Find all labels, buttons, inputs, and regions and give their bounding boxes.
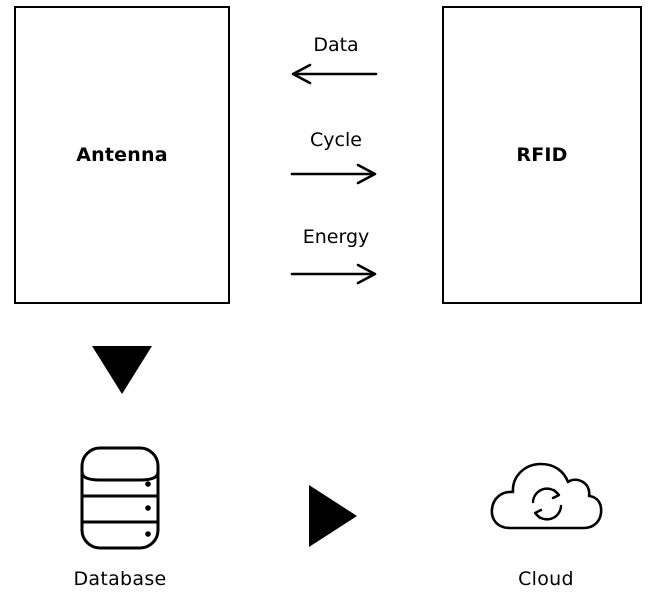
flow-label-cycle: Cycle [310,129,362,151]
flow-label-data: Data [313,34,359,56]
arrow-right-icon [288,263,380,285]
triangle-down-icon [92,346,152,394]
database-icon [78,444,162,552]
arrow-left-icon [288,63,380,85]
cloud-label: Cloud [518,568,574,590]
antenna-block: Antenna [14,6,230,304]
cloud-sync-icon [488,458,604,534]
antenna-label: Antenna [76,144,168,166]
arrow-right-icon [288,163,380,185]
flow-label-energy: Energy [302,226,370,248]
database-label: Database [73,568,167,590]
triangle-right-icon [309,485,357,547]
rfid-label: RFID [516,144,568,166]
rfid-block: RFID [442,6,642,304]
